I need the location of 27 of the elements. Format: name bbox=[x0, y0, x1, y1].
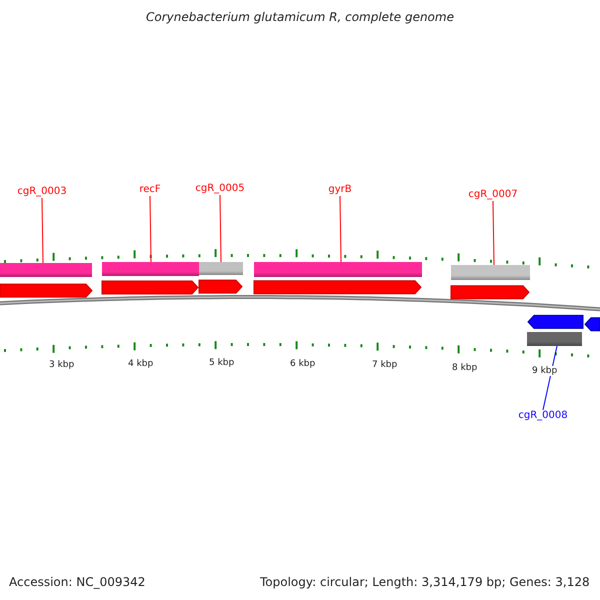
scale-label: 9 kbp bbox=[531, 366, 558, 376]
scale-label: 3 kbp bbox=[48, 360, 76, 370]
gene-bar bbox=[527, 332, 582, 346]
gene-label: gyrB bbox=[328, 184, 352, 196]
leader-line bbox=[220, 194, 222, 262]
gene-bar bbox=[451, 265, 530, 280]
gene-bar bbox=[199, 262, 243, 275]
leader-line bbox=[340, 196, 342, 262]
gene-bar bbox=[0, 263, 92, 277]
scale-label: 5 kbp bbox=[208, 358, 236, 368]
gene-label: recF bbox=[139, 184, 161, 196]
gene-label: cgR_0005 bbox=[195, 183, 245, 195]
leader-line bbox=[150, 196, 152, 262]
scale-label: 8 kbp bbox=[451, 363, 478, 373]
diagram-title: Corynebacterium glutamicum R, complete genome bbox=[145, 10, 455, 24]
gene-label: cgR_0007 bbox=[468, 189, 518, 201]
gene-label: cgR_0008 bbox=[518, 410, 568, 422]
scale-label: 4 kbp bbox=[127, 359, 154, 369]
scale-label: 7 kbp bbox=[371, 360, 398, 370]
scale-label: 6 kbp bbox=[289, 359, 316, 369]
info-text: Accession: NC_009342 bbox=[9, 575, 146, 589]
gene-label: cgR_0003 bbox=[17, 186, 67, 198]
gene-bar bbox=[102, 262, 199, 276]
leader-line bbox=[42, 198, 44, 264]
info-text: Topology: circular; Length: 3,314,179 bp; Genes: 3,128 bbox=[260, 575, 590, 589]
leader-line bbox=[492, 200, 494, 266]
gene-bar bbox=[254, 262, 422, 277]
